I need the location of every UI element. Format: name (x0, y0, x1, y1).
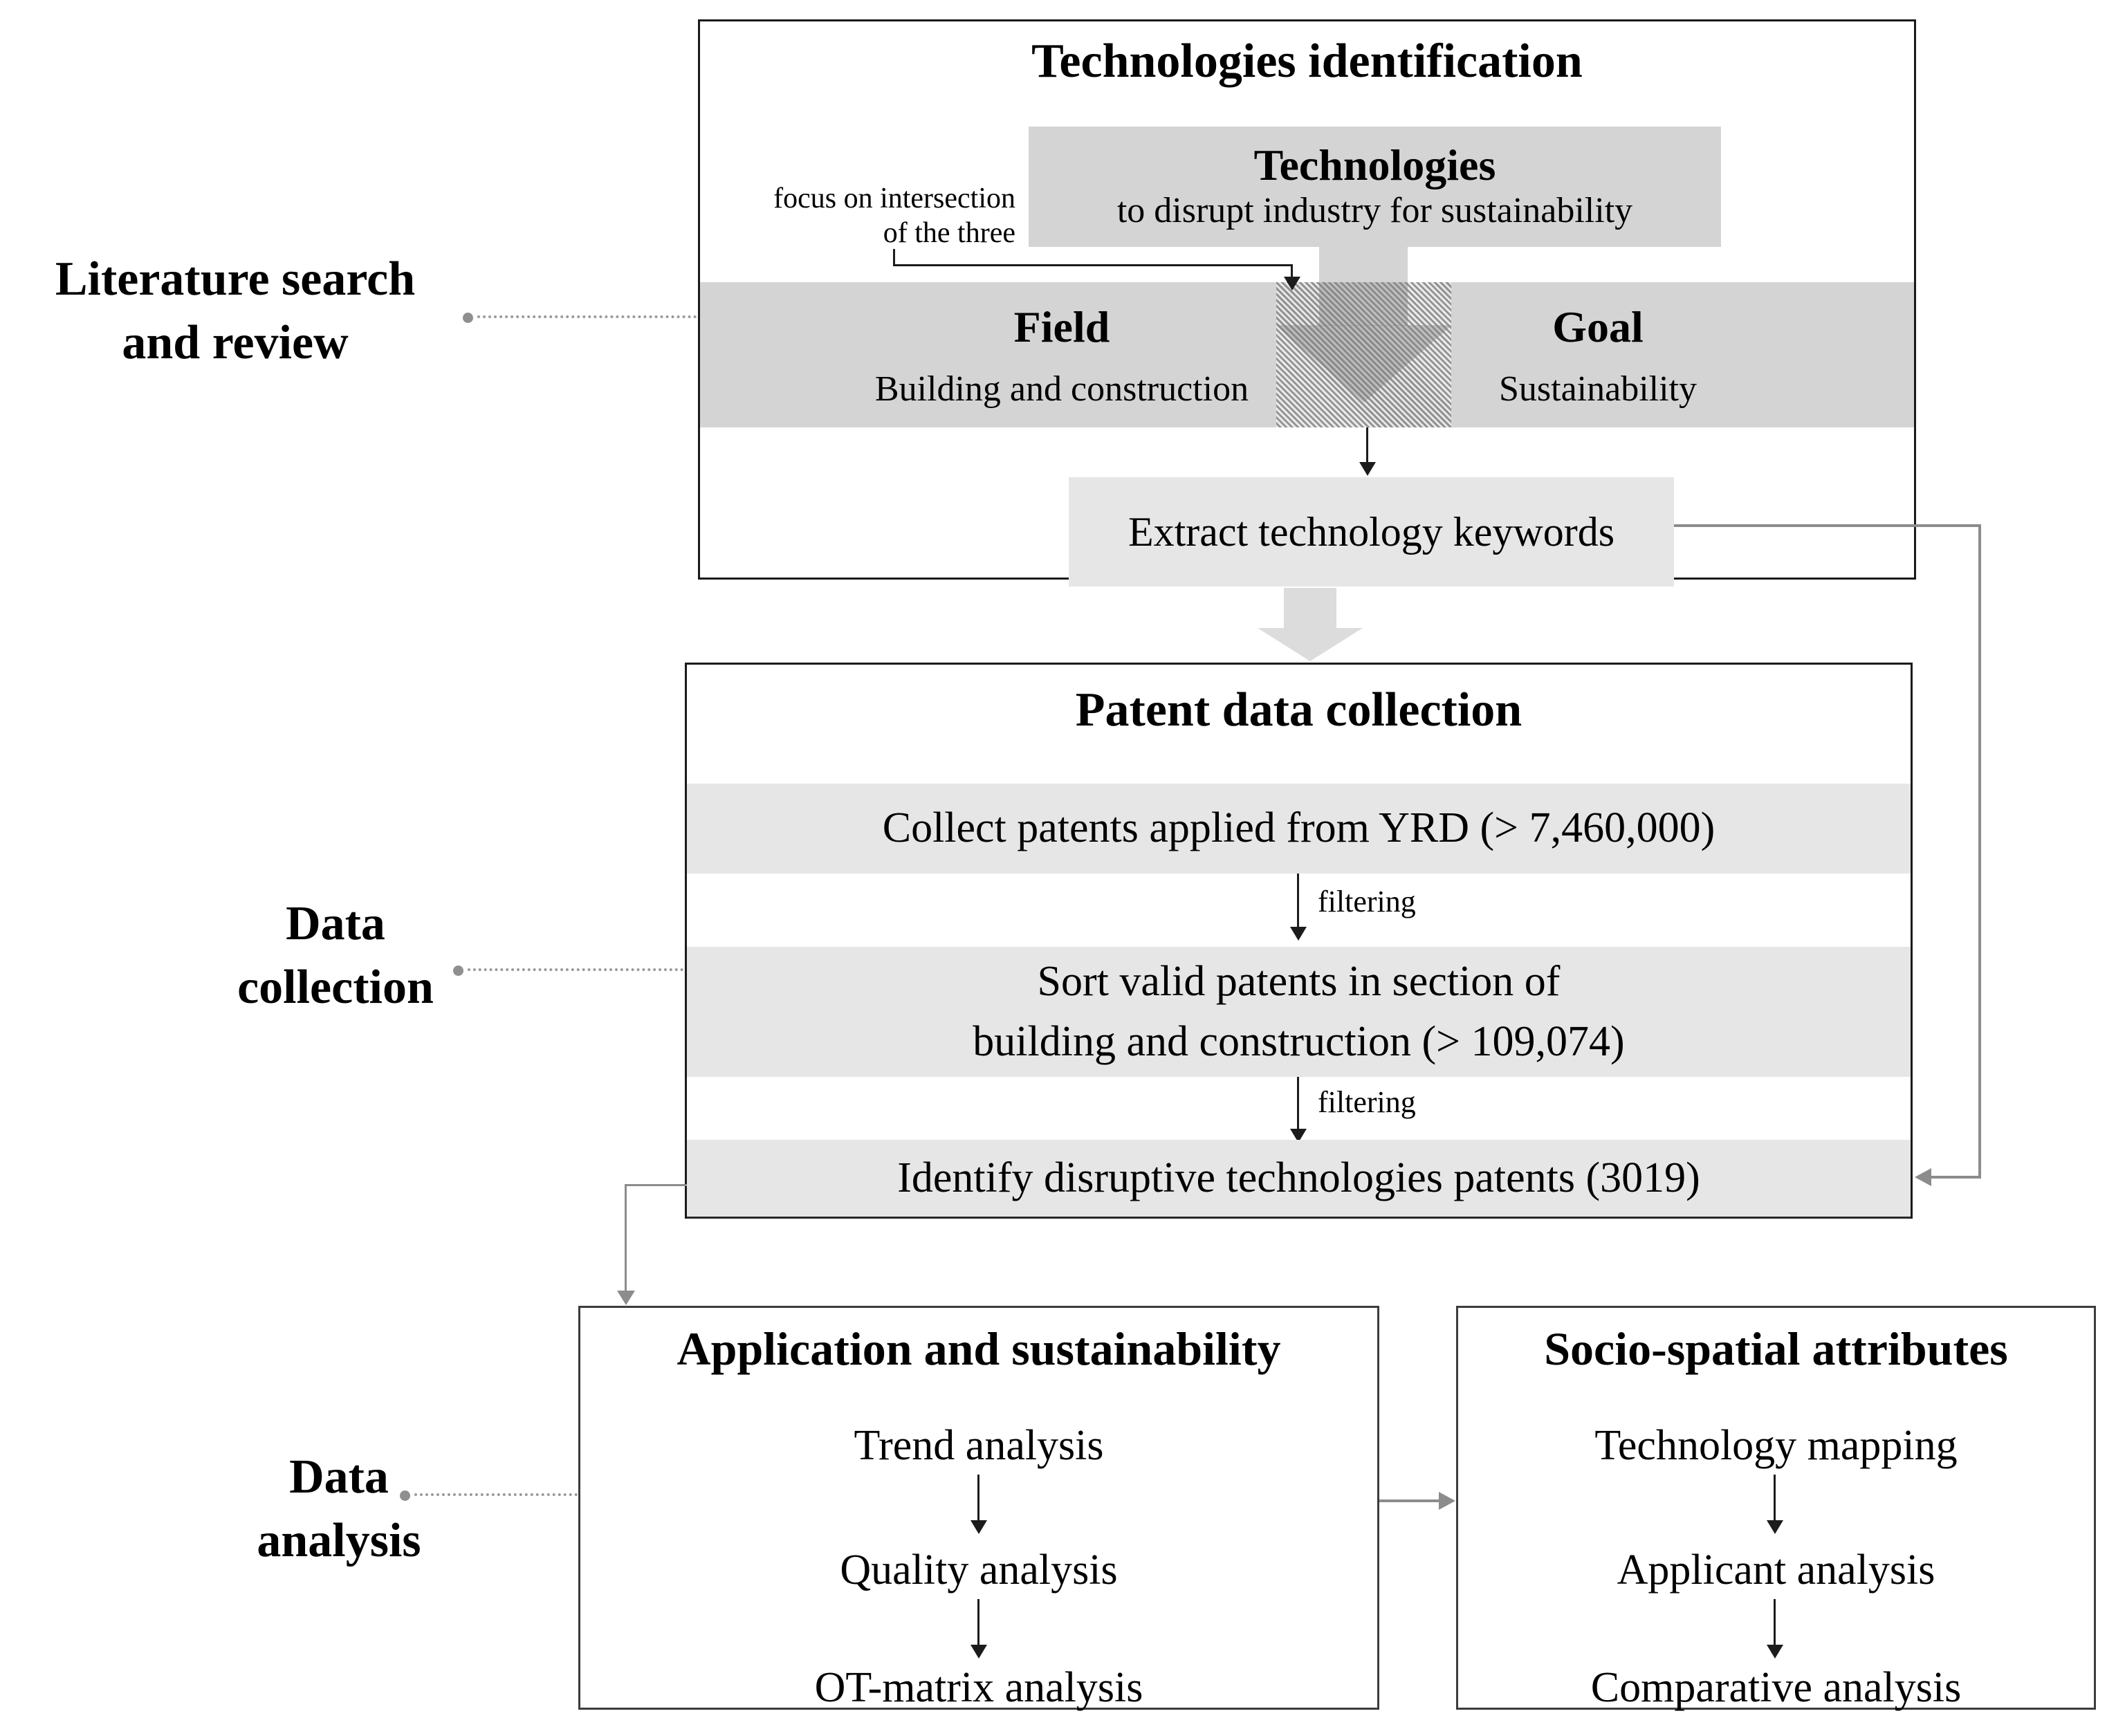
filtering-label-1: filtering (1318, 885, 1416, 918)
filtering-arrow-1-line (1297, 874, 1299, 930)
extract-keywords-label: Extract technology keywords (1128, 508, 1615, 555)
connector-application-to-socio-head-icon (1439, 1492, 1455, 1510)
application-arrow-2-line (977, 1599, 979, 1647)
application-item-trend: Trend analysis (854, 1422, 1104, 1469)
intersection-hatch (1276, 282, 1451, 427)
focus-note-line1: focus on intersection (773, 183, 1015, 214)
arrow-band-to-extract-line (1366, 427, 1368, 463)
patent-step-sort: Sort valid patents in section of buildin… (687, 947, 1911, 1077)
block-arrow-box1-box2-shaft (1284, 588, 1336, 629)
patent-step-collect-text: Collect patents applied from YRD (> 7,46… (882, 804, 1715, 852)
patent-step-collect: Collect patents applied from YRD (> 7,46… (687, 784, 1911, 874)
patent-step-identify: Identify disruptive technologies patents… (687, 1140, 1911, 1217)
filtering-label-2: filtering (1318, 1085, 1416, 1119)
dotted-connector-analysis (414, 1493, 578, 1496)
patent-step-sort-line2: building and construction (> 109,074) (973, 1018, 1625, 1065)
goal-panel-title: Goal (1552, 302, 1644, 351)
block-arrow-down-head (1276, 325, 1452, 403)
focus-note-line2: of the three (883, 217, 1015, 250)
connector-extract-right-hline (1674, 524, 1981, 527)
socio-item-comparative: Comparative analysis (1590, 1664, 1962, 1711)
application-item-otmatrix: OT-matrix analysis (814, 1664, 1143, 1711)
focus-elbow-hline (893, 264, 1293, 266)
filtering-arrow-2-head-icon (1290, 1129, 1307, 1143)
block-arrow-down-shaft (1319, 282, 1408, 326)
focus-elbow-vline (1291, 264, 1293, 279)
patent-data-collection-title: Patent data collection (1075, 683, 1522, 737)
field-panel-subtitle: Building and construction (874, 369, 1249, 409)
dotted-connector-collection (468, 968, 683, 971)
stage-label-literature-line2: and review (122, 316, 349, 370)
focus-note: focus on intersection of the three (692, 181, 1015, 251)
filtering-arrow-2-line (1297, 1077, 1299, 1132)
stage-label-literature: Literature search and review (14, 248, 457, 376)
technologies-identification-title: Technologies identification (1031, 35, 1583, 88)
socio-arrow-1-head-icon (1767, 1520, 1783, 1534)
socio-arrow-2-head-icon (1767, 1645, 1783, 1659)
connector-dot-analysis (400, 1490, 410, 1501)
application-item-quality: Quality analysis (840, 1546, 1118, 1594)
connector-extract-arrowhead-icon (1915, 1168, 1931, 1186)
application-arrow-1-line (977, 1475, 979, 1523)
stage-label-analysis-line2: analysis (257, 1514, 421, 1568)
application-arrow-1-head-icon (970, 1520, 987, 1534)
patent-step-identify-text: Identify disruptive technologies patents… (897, 1154, 1700, 1201)
connector-extract-right-vline (1978, 524, 1981, 1177)
block-arrow-down-icon (1319, 246, 1408, 282)
filtering-arrow-1-head-icon (1290, 927, 1307, 941)
patent-step-sort-line1: Sort valid patents in section of (1037, 958, 1561, 1006)
extract-keywords-box: Extract technology keywords (1069, 477, 1674, 587)
socio-spatial-title: Socio-spatial attributes (1544, 1322, 2008, 1375)
goal-panel-subtitle: Sustainability (1499, 369, 1697, 409)
focus-elbow-arrowhead-icon (1284, 277, 1300, 290)
arrow-band-to-extract-head-icon (1359, 462, 1376, 476)
stage-label-data-collection: Data collection (125, 892, 546, 1020)
technologies-box-title: Technologies (1253, 140, 1496, 190)
stage-label-analysis-line1: Data (289, 1450, 389, 1504)
stage-label-collection-line1: Data (286, 897, 385, 950)
stage-label-literature-line1: Literature search (55, 252, 416, 306)
socio-item-applicant: Applicant analysis (1617, 1546, 1935, 1594)
stage-label-data-analysis: Data analysis (131, 1446, 546, 1573)
socio-spatial-box (1456, 1306, 2096, 1710)
connector-identify-left-vline (625, 1184, 627, 1295)
field-panel-title: Field (1013, 302, 1110, 351)
socio-arrow-2-line (1774, 1599, 1776, 1647)
application-sustainability-title: Application and sustainability (677, 1322, 1281, 1375)
focus-elbow-vstub (893, 249, 895, 266)
connector-extract-right-hline2 (1930, 1176, 1981, 1179)
dotted-connector-literature (477, 315, 697, 318)
connector-identify-left-hline (625, 1184, 687, 1186)
socio-item-mapping: Technology mapping (1594, 1422, 1958, 1469)
connector-dot-literature (463, 313, 473, 323)
connector-identify-arrowhead-icon (617, 1291, 635, 1305)
technologies-box: Technologies to disrupt industry for sus… (1029, 127, 1721, 247)
application-arrow-2-head-icon (970, 1645, 987, 1659)
connector-dot-collection (453, 966, 463, 976)
connector-application-to-socio-line (1379, 1499, 1440, 1502)
technologies-box-subtitle: to disrupt industry for sustainability (1116, 191, 1633, 230)
block-arrow-box1-box2-head (1258, 628, 1363, 661)
socio-arrow-1-line (1774, 1475, 1776, 1523)
stage-label-collection-line2: collection (237, 961, 434, 1015)
